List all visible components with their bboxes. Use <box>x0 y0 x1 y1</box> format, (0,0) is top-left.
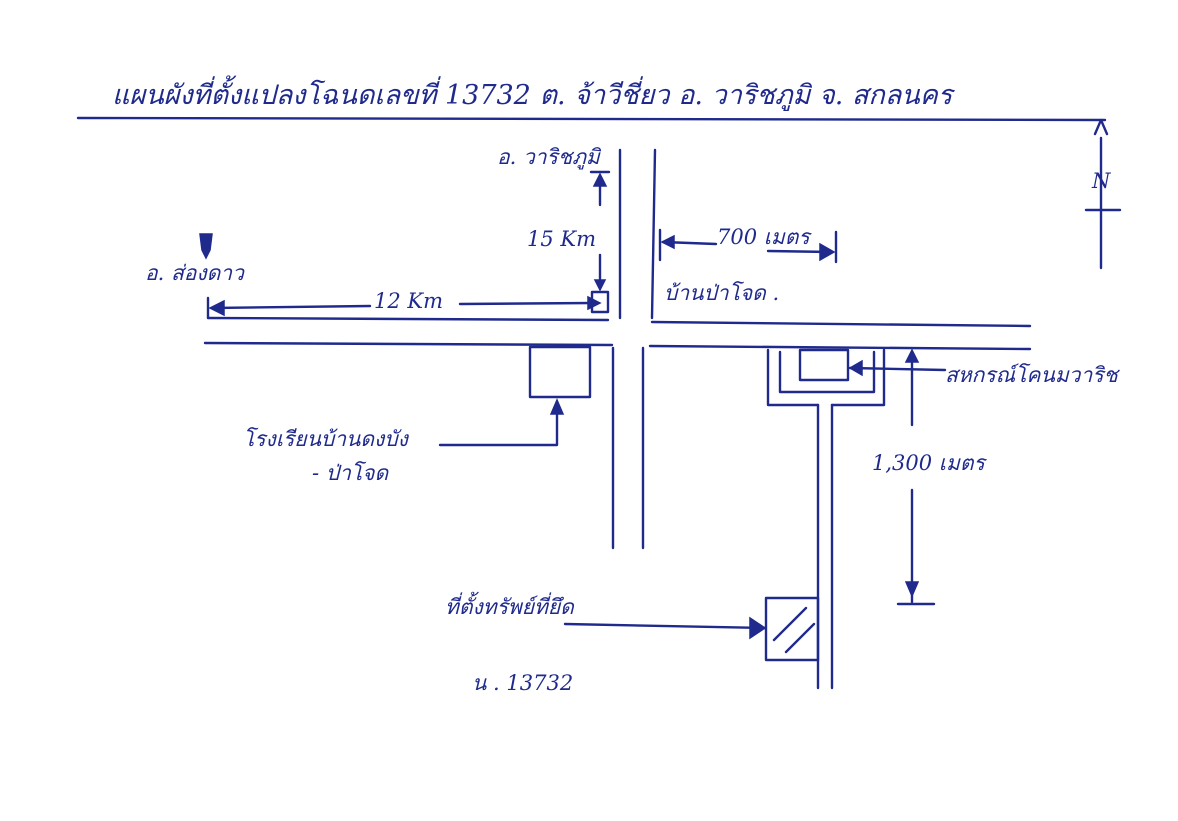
cooperative-building <box>766 348 886 407</box>
to-songdao-label: อ. ส่องดาว <box>145 261 245 285</box>
main-road-horizontal <box>203 316 1032 351</box>
school-building <box>528 345 592 399</box>
deed-number-label: น . 13732 <box>472 671 573 695</box>
title-underline <box>76 116 1107 122</box>
distance-1300m-label: 1,300 เมตร <box>872 451 987 475</box>
school-label-line2: - ป่าโจด <box>312 461 389 485</box>
cooperative-arrowhead-icon <box>848 359 863 377</box>
collateral-pointer <box>563 622 767 630</box>
side-road <box>816 403 834 690</box>
to-warichaphum-label: อ. วาริชภูมิ <box>497 145 602 170</box>
north-arrowhead-icon <box>592 172 608 187</box>
distance-12km-label: 12 Km <box>374 289 443 313</box>
cooperative-pointer <box>848 366 947 372</box>
village-label: บ้านป่าโจด . <box>664 281 779 305</box>
distance-12km-dimension <box>206 295 602 320</box>
distance-700m-label: 700 เมตร <box>717 225 812 249</box>
distance-15km-label: 15 Km <box>527 227 596 251</box>
distance-700m-dimension <box>658 228 838 264</box>
distance-15km-arrowhead-icon <box>593 279 607 292</box>
north-label: N <box>1091 169 1111 193</box>
collateral-arrowhead-icon <box>749 616 767 640</box>
school-arrowhead-icon <box>549 398 565 415</box>
collateral-label: ที่ตั้งทรัพย์ที่ยึด <box>445 591 575 619</box>
map-title: แผนผังที่ตั้งแปลงโฉนดเลขที่ 13732 ต. จ้า… <box>112 75 956 112</box>
songdao-pin-icon <box>199 233 213 260</box>
school-pointer <box>438 400 559 447</box>
cooperative-label: สหกรณ์โคนมวาริช <box>945 363 1121 387</box>
school-label-line1: โรงเรียนบ้านดงบัง <box>243 427 410 451</box>
main-road-vertical <box>611 148 657 550</box>
dimension-1300m <box>896 348 936 606</box>
north-arrow-icon: N <box>1084 118 1122 270</box>
collateral-plot <box>764 596 820 662</box>
